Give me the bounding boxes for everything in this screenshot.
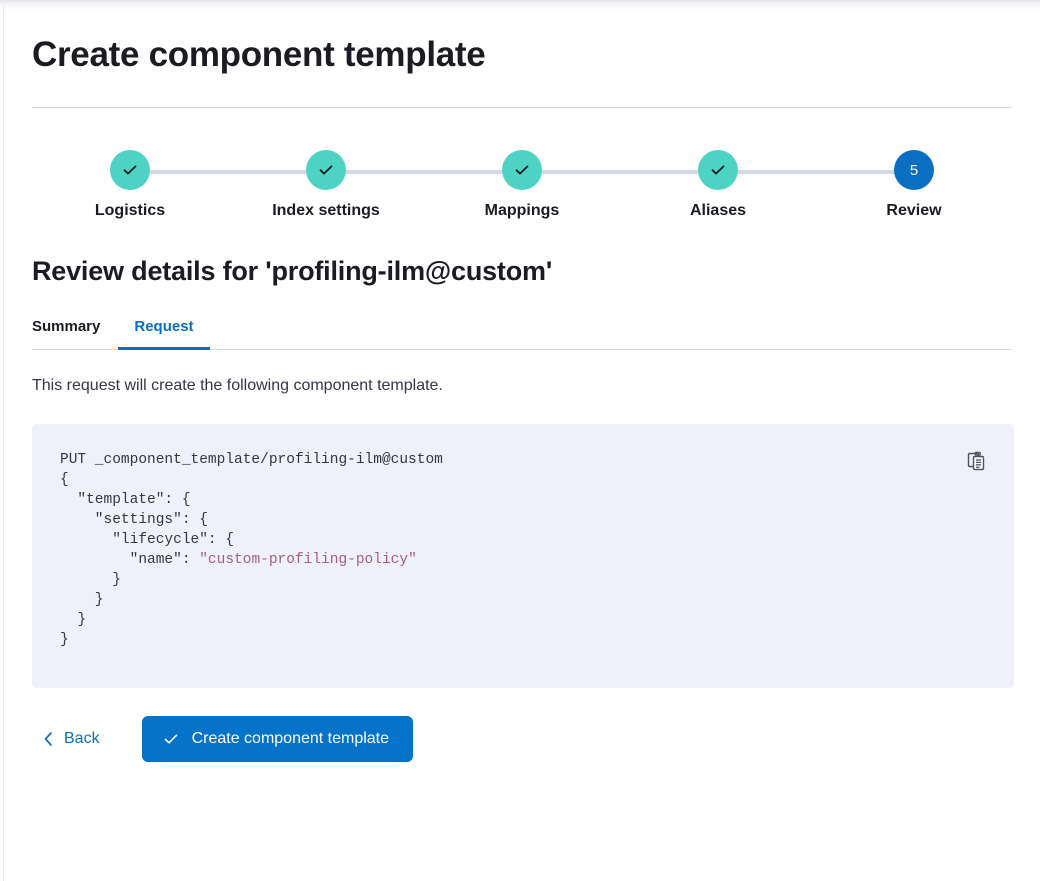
request-code-block: PUT _component_template/profiling-ilm@cu… (32, 424, 1014, 688)
step-connector (130, 170, 326, 174)
back-button[interactable]: Back (32, 722, 110, 756)
clipboard-copy-icon (967, 451, 985, 471)
wizard-stepper: Logistics Index settings (32, 150, 1012, 228)
step-connector (718, 170, 914, 174)
tab-summary[interactable]: Summary (32, 314, 118, 349)
copy-to-clipboard-button[interactable] (964, 448, 990, 474)
step-label: Index settings (272, 202, 380, 219)
step-connector (522, 170, 718, 174)
step-status-circle-complete (110, 150, 150, 190)
code-body-before: { "template": { "settings": { "lifecycle… (60, 472, 235, 568)
step-label: Logistics (94, 202, 166, 219)
left-edge-rail (3, 6, 4, 881)
check-icon (164, 734, 177, 744)
step-status-circle-complete (698, 150, 738, 190)
step-aliases[interactable]: Aliases (620, 150, 914, 220)
step-connector (326, 170, 522, 174)
step-mappings[interactable]: Mappings (424, 150, 718, 220)
request-description: This request will create the following c… (32, 377, 443, 394)
check-icon (319, 165, 333, 175)
tab-request[interactable]: Request (118, 314, 210, 350)
create-component-template-button[interactable]: Create component template (141, 716, 414, 762)
step-logistics[interactable]: Logistics (32, 150, 326, 220)
step-status-circle-complete (502, 150, 542, 190)
review-tabs: Summary Request (32, 314, 1012, 350)
wizard-footer: Back Create component template (32, 716, 1012, 792)
back-button-label: Back (64, 730, 100, 747)
page-content: Create component template Logistics (32, 35, 1014, 792)
step-review[interactable]: 5 Review (816, 150, 1012, 220)
step-status-circle-current: 5 (894, 150, 934, 190)
code-string-value: "custom-profiling-policy" (199, 552, 417, 568)
step-label: Review (886, 202, 942, 219)
check-icon (123, 165, 137, 175)
check-icon (515, 165, 529, 175)
check-icon (711, 165, 725, 175)
code-method-line: PUT _component_template/profiling-ilm@cu… (60, 452, 443, 468)
step-status-circle-complete (306, 150, 346, 190)
title-divider (32, 107, 1012, 108)
create-button-label: Create component template (191, 730, 390, 747)
step-label: Mappings (484, 202, 560, 219)
chevron-left-icon (44, 732, 52, 746)
review-heading: Review details for 'profiling-ilm@custom… (32, 256, 553, 286)
request-code-text: PUT _component_template/profiling-ilm@cu… (32, 450, 1014, 650)
page-title: Create component template (32, 35, 486, 74)
code-body-after: } } } } (60, 572, 121, 648)
step-label: Aliases (689, 202, 747, 219)
step-index-settings[interactable]: Index settings (228, 150, 522, 220)
